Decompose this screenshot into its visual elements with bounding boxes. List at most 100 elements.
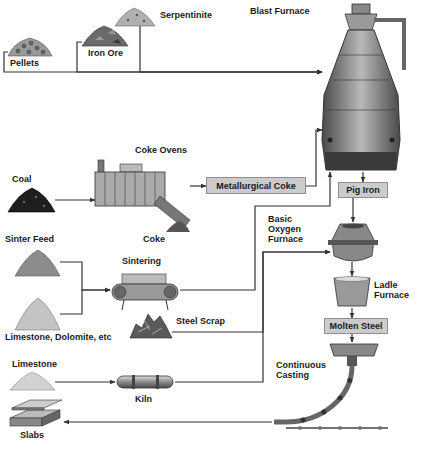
station-label: Pellets (10, 58, 39, 68)
grain (143, 20, 145, 22)
limestone-pile (10, 372, 55, 390)
molten-surface (335, 277, 369, 282)
kiln-drum (117, 376, 173, 388)
roller (338, 426, 342, 430)
ore-lump (95, 36, 104, 40)
process-station: Coal (8, 188, 55, 212)
coke-chute (154, 196, 190, 228)
process-station: Basic Oxygen Furnace (330, 222, 376, 262)
roller (298, 426, 302, 430)
station-label: Limestone, Dolomite, etc (5, 332, 112, 342)
flow-arrow (351, 334, 352, 342)
station-label: Coke Ovens (135, 145, 187, 155)
ladle (334, 278, 370, 306)
slab-top (12, 400, 62, 408)
grain (127, 19, 129, 21)
coke-pile (166, 221, 190, 232)
sinter-wheel (114, 286, 126, 298)
pellet (29, 41, 33, 45)
roller (301, 418, 306, 423)
furnace-hopper (345, 14, 377, 30)
flow-arrow (352, 198, 353, 222)
process-station: Slabs (8, 398, 64, 428)
process-station: Blast Furnace (322, 4, 406, 172)
station-label: Kiln (135, 394, 152, 404)
station-label: Sintering (122, 256, 161, 266)
larry-car (120, 164, 142, 172)
flow-arrow (4, 52, 322, 72)
flow-arrow (77, 42, 322, 72)
product-box: Molten Steel (324, 318, 388, 334)
sinter-wheel (164, 286, 176, 298)
ore-lump (112, 39, 121, 44)
slab-side (10, 418, 42, 426)
roller (321, 409, 326, 414)
slab-end (42, 410, 60, 426)
flow-arrow (351, 308, 352, 318)
process-station: Limestone, Dolomite, etc (15, 298, 60, 330)
mould (347, 356, 357, 366)
flow-arrow (55, 199, 95, 200)
station-label: Serpentinite (160, 10, 212, 20)
connectors (4, 26, 363, 422)
pellet (16, 49, 20, 53)
station-label: Coke (143, 234, 165, 244)
scrap-pile (130, 314, 172, 338)
sinter-strand (112, 284, 178, 300)
pellet (22, 44, 26, 48)
flow-arrow (64, 421, 272, 422)
coal-speck (43, 205, 45, 207)
station-label: Coal (12, 174, 32, 184)
station-label: Sinter Feed (5, 234, 54, 244)
flow-arrow (172, 252, 330, 332)
flow-arrow (140, 26, 322, 72)
converter-trunnion (328, 240, 378, 245)
product-box: Metallurgical Coke (206, 177, 306, 194)
kiln-ring (132, 375, 135, 389)
process-station: Sinter Feed (15, 250, 60, 276)
flow-arrow (55, 381, 115, 382)
station-label: Limestone (12, 359, 57, 369)
kiln-ring (156, 375, 159, 389)
station-label: Basic Oxygen Furnace (268, 214, 320, 244)
process-station: Limestone (10, 372, 55, 390)
roller (318, 426, 322, 430)
process-station: Coke OvensCoke (95, 158, 190, 232)
burden-layer (333, 80, 389, 81)
sinter-hood (122, 274, 166, 284)
pellet-pile (8, 38, 52, 56)
process-station: Ladle Furnace (332, 276, 372, 308)
flow-arrow (60, 290, 110, 314)
process-station: Sintering (110, 272, 180, 310)
process-station: Iron Ore (82, 26, 128, 46)
serpentinite-pile (115, 8, 155, 26)
station-label: Blast Furnace (250, 6, 310, 16)
process-station: Serpentinite (115, 8, 155, 26)
flow-arrow (175, 252, 330, 382)
box-label: Molten Steel (329, 321, 382, 331)
flow-arrow (180, 172, 330, 290)
station-label: Ladle Furnace (374, 280, 414, 300)
product-box: Pig Iron (338, 182, 388, 198)
roller (358, 426, 362, 430)
box-label: Pig Iron (346, 185, 380, 195)
tuyere (328, 138, 333, 143)
slab-side (12, 408, 44, 410)
pellet (41, 50, 45, 54)
tundish (330, 344, 378, 356)
oven-slots (105, 172, 155, 206)
furnace-hearth (325, 152, 397, 170)
box-label: Metallurgical Coke (216, 181, 296, 191)
flow-arrow (60, 262, 110, 290)
roller (338, 396, 343, 401)
process-station: Kiln (115, 372, 175, 392)
ore-lump (108, 30, 116, 35)
coal-speck (23, 201, 25, 203)
furnace-top (352, 4, 370, 14)
process-station: Steel Scrap (130, 312, 172, 338)
sinter-legs (122, 300, 168, 310)
pellet (35, 46, 39, 50)
station-label: Iron Ore (88, 48, 123, 58)
